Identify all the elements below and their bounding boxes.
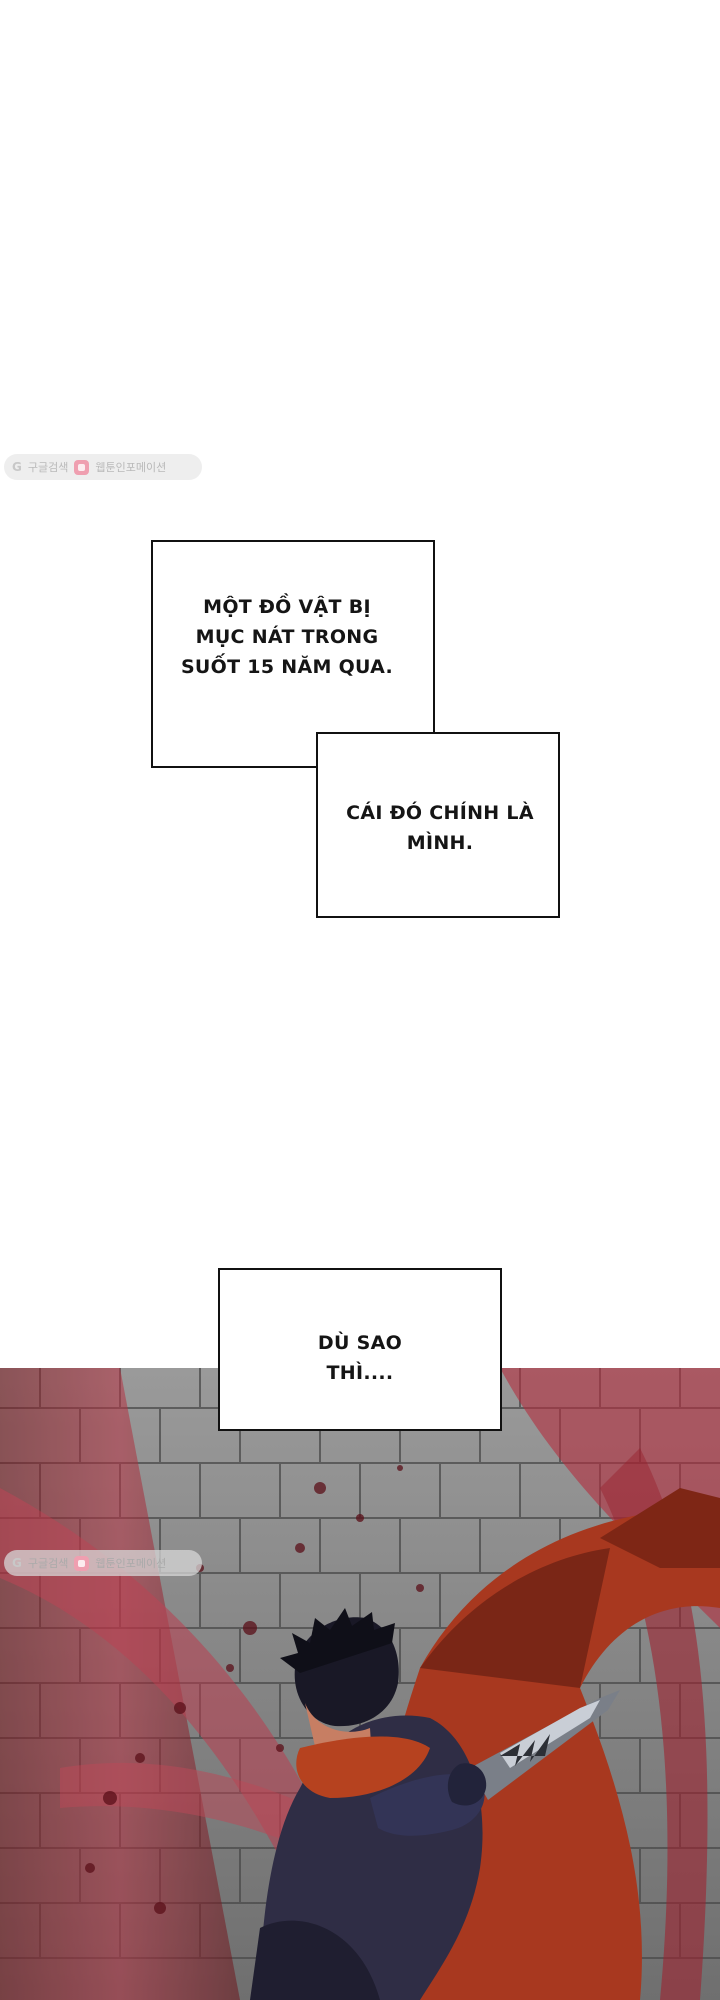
- watermark-site-label: 웹툰인포메이션: [95, 1557, 167, 1570]
- webtoon-badge-icon: [74, 459, 90, 475]
- watermark-site-label: 웹툰인포메이션: [95, 461, 167, 474]
- narration-text-1: MỘT ĐỒ VẬT BỊ MỤC NÁT TRONG SUỐT 15 NĂM …: [180, 596, 394, 678]
- action-panel-illustration: [0, 1368, 720, 2000]
- google-g-icon: G: [12, 1556, 22, 1570]
- watermark-top: G 구글검색 웹툰인포메이션: [4, 454, 202, 480]
- watermark-search-label: 구글검색: [27, 461, 69, 474]
- narration-text-3: DÙ SAO THÌ....: [317, 1332, 403, 1384]
- box-joint: [318, 734, 433, 766]
- google-g-icon: G: [12, 460, 22, 474]
- watermark-bottom: G 구글검색 웹툰인포메이션: [4, 1550, 202, 1576]
- narration-text-2: CÁI ĐÓ CHÍNH LÀ MÌNH.: [346, 802, 534, 854]
- narration-box-1: MỘT ĐỒ VẬT BỊ MỤC NÁT TRONG SUỐT 15 NĂM …: [151, 540, 435, 768]
- watermark-search-label: 구글검색: [27, 1557, 69, 1570]
- webtoon-badge-icon: [74, 1555, 90, 1571]
- narration-box-3: DÙ SAO THÌ....: [218, 1268, 502, 1431]
